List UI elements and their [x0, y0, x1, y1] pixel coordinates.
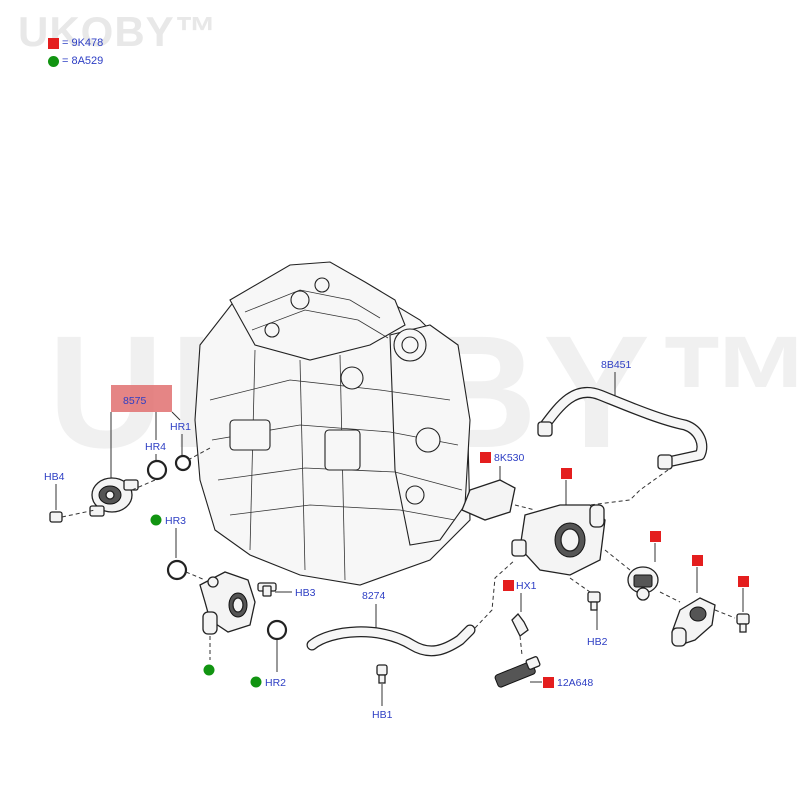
- o-ring-hr2: [266, 619, 288, 641]
- red-square-icon: [561, 468, 572, 479]
- legend-item-red: = 9K478: [48, 36, 103, 50]
- water-pump-8575: [89, 477, 139, 517]
- callout-hb4: HB4: [44, 471, 65, 483]
- red-square-icon: [650, 531, 661, 542]
- legend-label-green: = 8A529: [62, 55, 104, 67]
- red-square-icon: [692, 555, 703, 566]
- callout-12a648: 12A648: [557, 677, 593, 689]
- bolt-hb2: [569, 577, 601, 611]
- bolt-elbow: [736, 613, 750, 633]
- highlight-box-8575: [111, 385, 172, 412]
- coolant-outlet-housing: [199, 571, 256, 635]
- callout-hx1: HX1: [516, 580, 537, 592]
- coolant-outlet-elbow: [671, 597, 716, 647]
- gasket-8k530: [461, 479, 516, 521]
- callout-8575: 8575: [123, 395, 147, 407]
- red-square-icon: [543, 677, 554, 688]
- legend-label-red: = 9K478: [62, 37, 104, 49]
- red-square-icon: [738, 576, 749, 587]
- bolt-hb1: [376, 664, 388, 684]
- callout-hb2: HB2: [587, 636, 608, 648]
- callout-hr4: HR4: [145, 441, 166, 453]
- callout-hb3: HB3: [295, 587, 316, 599]
- callout-hb1: HB1: [372, 709, 393, 721]
- bolt-hb4: [49, 509, 96, 523]
- bolt-hb3: [257, 582, 277, 597]
- thermostat: [627, 566, 659, 601]
- o-ring-hr1: [174, 454, 192, 472]
- o-ring-hr4: [146, 459, 168, 481]
- engine-block-illustration: [194, 261, 471, 586]
- green-dot-icon: [150, 514, 162, 526]
- thermostat-housing-assembly: [511, 504, 606, 576]
- red-square-icon: [480, 452, 491, 463]
- coolant-hose-8274: [306, 624, 476, 657]
- temperature-sensor-12a648: [494, 656, 541, 688]
- callout-8k530: 8K530: [494, 452, 525, 464]
- callout-hr2: HR2: [265, 677, 286, 689]
- callout-8b451: 8B451: [601, 359, 632, 371]
- green-dot-icon: [250, 676, 262, 688]
- green-dot-icon: [203, 664, 215, 676]
- coolant-hose-8b451: [537, 386, 708, 470]
- callout-hr1: HR1: [170, 421, 191, 433]
- red-square-icon: [503, 580, 514, 591]
- red-square-icon: [48, 37, 59, 49]
- o-ring-hr3: [166, 559, 188, 581]
- legend-item-green: = 8A529: [48, 54, 103, 68]
- callout-hr3: HR3: [165, 515, 186, 527]
- callout-8274: 8274: [362, 590, 386, 602]
- green-dot-icon: [48, 55, 59, 67]
- clip-hx1: [511, 613, 529, 637]
